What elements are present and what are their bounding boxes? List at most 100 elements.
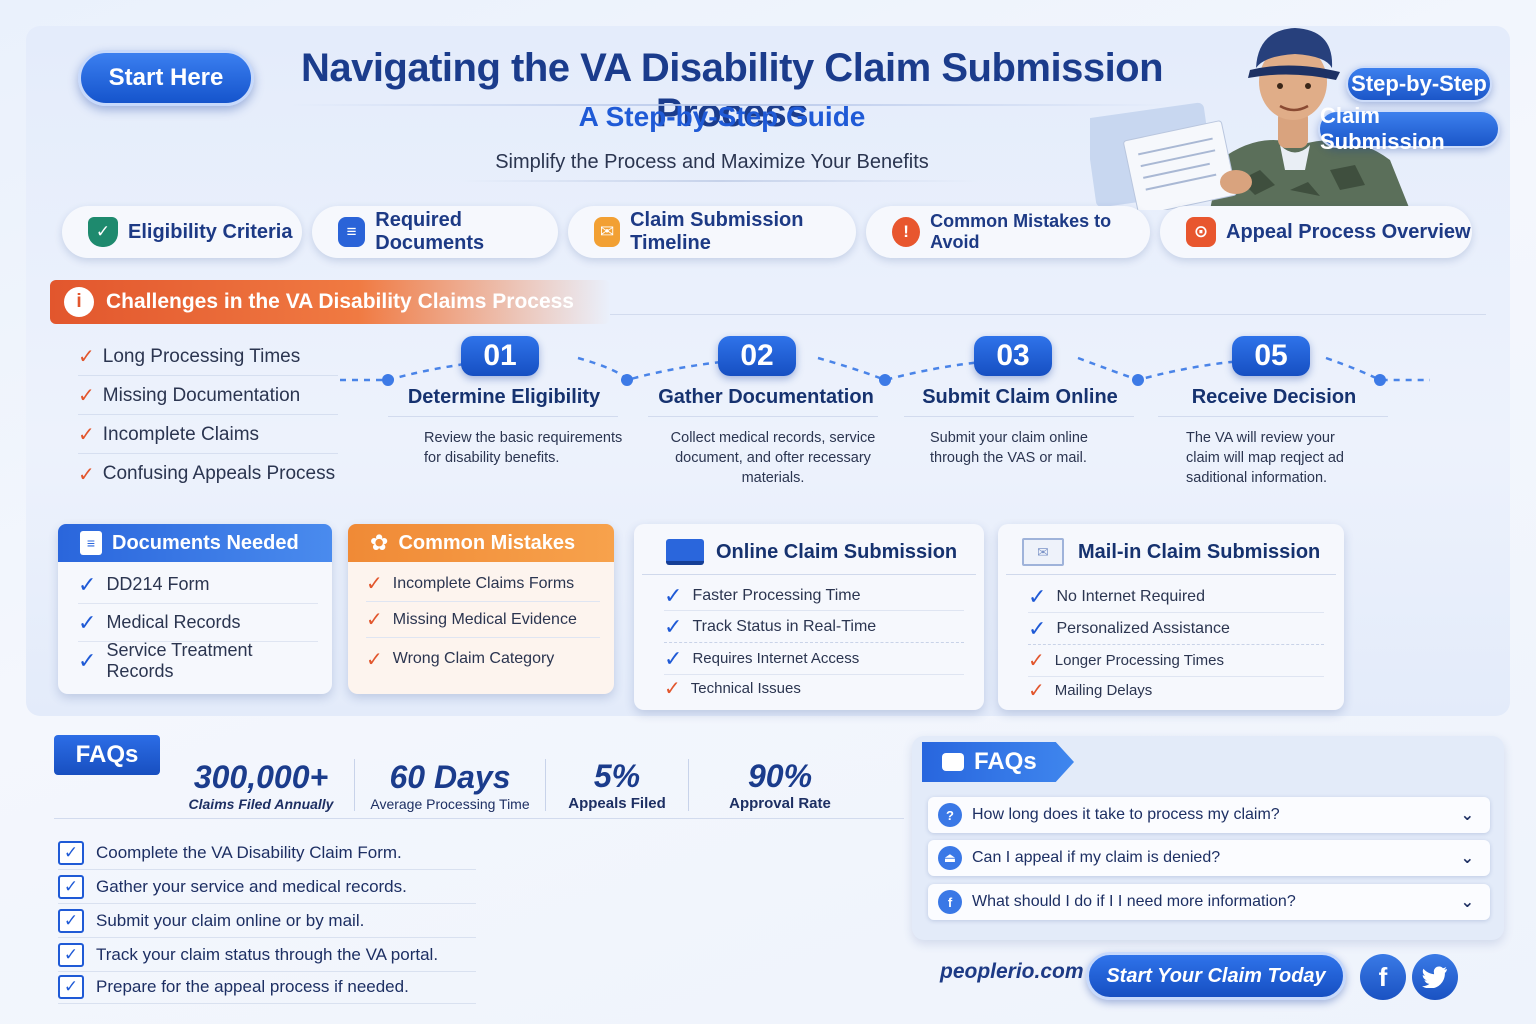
step-description: Review the basic requirements for disabi… (424, 430, 623, 466)
start-here-button[interactable]: Start Here (78, 50, 254, 106)
nav-label: Common Mistakes to Avoid (930, 211, 1112, 252)
info-icon: i (64, 287, 94, 317)
step-number: 03 (974, 336, 1052, 376)
list-item: ✓Technical Issues (664, 675, 964, 701)
list-item: ✓ Service Treatment Records (78, 640, 318, 681)
document-icon: ≡ (80, 531, 102, 555)
item-label: Track Status in Real-Time (692, 617, 877, 635)
step-by-step-badge: Step-by-Step (1346, 66, 1492, 102)
faq-header: FAQs (922, 742, 1074, 782)
lock-icon: ⊙ (1186, 217, 1216, 247)
stat-value: 60 Days (389, 758, 511, 795)
faqs-tag: FAQs (54, 735, 160, 775)
common-mistakes-card: ✿ Common Mistakes ✓Incomplete Claims For… (348, 524, 614, 694)
nav-label: Appeal Process Overview (1226, 220, 1471, 243)
check-icon: ✓ (1028, 679, 1045, 702)
stat-label: Approval Rate (729, 795, 831, 812)
checklist-label: Prepare for the appeal process if needed… (96, 976, 409, 996)
list-item: ✓Incomplete Claims Forms (366, 566, 600, 602)
title-divider (290, 104, 1170, 106)
section-divider (610, 314, 1486, 315)
card-header: ✉ Mail-in Claim Submission (998, 524, 1344, 570)
stat-item: 5% Appeals Filed (546, 758, 688, 812)
card-header: ✿ Common Mistakes (348, 524, 614, 562)
steps-connector (340, 356, 1430, 386)
claim-submission-badge: Claim Submission (1318, 103, 1500, 154)
card-title: Common Mistakes (398, 531, 576, 554)
website-link[interactable]: peoplerio.com (940, 960, 1084, 983)
chat-bubble-icon (942, 753, 964, 771)
stat-value: 90% (747, 758, 813, 794)
challenge-item: ✓ Confusing Appeals Process (78, 455, 338, 493)
item-label: Service Treatment Records (106, 640, 253, 681)
faq-question-label: How long does it take to process my clai… (972, 806, 1280, 823)
list-item: ✓No Internet Required (1028, 581, 1324, 613)
item-label: Missing Medical Evidence (392, 610, 577, 628)
stat-divider (688, 759, 689, 811)
nav-required-documents[interactable]: ≡ Required Documents (312, 206, 558, 258)
soldier-illustration (1090, 28, 1410, 210)
check-icon: ✓ (1028, 583, 1047, 609)
challenge-label: Missing Documentation (102, 384, 301, 406)
checkbox-checked-icon: ✓ (58, 908, 84, 933)
nav-label: Claim Submission Timeline (630, 209, 804, 254)
list-item: ✓Requires Internet Access (664, 643, 964, 675)
faq-title: FAQs (974, 748, 1037, 775)
check-icon: ✓ (78, 463, 95, 486)
nav-claim-submission-timeline[interactable]: ✉ Claim Submission Timeline (568, 206, 856, 258)
facebook-icon[interactable]: f (1360, 954, 1406, 1000)
challenge-item: ✓ Missing Documentation (78, 377, 338, 415)
step-title: Determine Eligibility (407, 386, 601, 408)
stat-value: 5% (593, 758, 641, 794)
faq-question-label: Can I appeal if my claim is denied? (972, 849, 1221, 866)
stat-divider (354, 759, 355, 811)
nav-appeal-process-overview[interactable]: ⊙ Appeal Process Overview (1160, 206, 1472, 258)
question-icon: ? (938, 803, 962, 827)
check-icon: ✓ (78, 424, 95, 446)
gear-warning-icon: ✿ (370, 530, 389, 555)
faq-question[interactable]: ⏏ Can I appeal if my claim is denied? ⌄ (928, 840, 1490, 876)
chevron-down-icon: ⌄ (1460, 807, 1474, 824)
alert-people-icon: ! (892, 217, 921, 247)
check-icon: ✓ (78, 385, 95, 407)
challenge-label: Incomplete Claims (102, 423, 260, 445)
nav-eligibility-criteria[interactable]: ✓ Eligibility Criteria (62, 206, 302, 258)
check-icon: ✓ (78, 648, 97, 673)
stat-item: 60 Days Average Processing Time (355, 759, 545, 812)
tagline-divider (460, 180, 980, 182)
list-item: ✓ DD214 Form (78, 566, 318, 604)
checklist-item: ✓Submit your claim online or by mail. (58, 904, 476, 938)
step-description: Collect medical records, service documen… (670, 430, 876, 486)
list-item: ✓Wrong Claim Category (366, 638, 600, 680)
stat-label: Average Processing Time (370, 795, 530, 812)
challenges-title: Challenges in the VA Disability Claims P… (106, 290, 574, 313)
step-divider (904, 416, 1134, 417)
item-label: Personalized Assistance (1056, 619, 1230, 637)
faq-question[interactable]: ? How long does it take to process my cl… (928, 797, 1490, 833)
page-title: Navigating the VA Disability Claim Submi… (300, 46, 1164, 135)
check-icon: ✓ (664, 645, 683, 671)
check-icon: ✓ (1028, 615, 1047, 641)
envelope-icon: ✉ (1022, 538, 1064, 566)
challenge-label: Confusing Appeals Process (102, 463, 336, 484)
checklist-item: ✓ Prepare for the appeal process if neede… (58, 970, 476, 1004)
checklist-item: ✓Track your claim status through the VA … (58, 938, 476, 972)
nav-common-mistakes[interactable]: ! Common Mistakes to Avoid (866, 206, 1150, 258)
step-number: 05 (1232, 336, 1310, 376)
info-icon: f (938, 890, 962, 914)
start-claim-button[interactable]: Start Your Claim Today (1086, 952, 1346, 1000)
checklist-item: ✓Coomplete the VA Disability Claim Form. (58, 836, 476, 870)
step-title: Receive Decision (1191, 386, 1357, 408)
step-title: Gather Documentation (658, 386, 874, 408)
card-title: Documents Needed (112, 531, 299, 554)
faq-question[interactable]: f What should I do if I I need more info… (928, 884, 1490, 920)
stat-label: Claims Filed Annually (188, 795, 334, 812)
item-label: DD214 Form (106, 574, 210, 594)
twitter-icon[interactable] (1412, 954, 1458, 1000)
checkbox-checked-icon: ✓ (58, 974, 84, 999)
check-icon: ✓ (78, 571, 97, 597)
shield-check-icon: ✓ (88, 217, 118, 247)
laptop-icon (666, 539, 704, 565)
checklist-label: Track your claim status through the VA p… (96, 944, 439, 964)
item-label: Mailing Delays (1054, 681, 1153, 699)
